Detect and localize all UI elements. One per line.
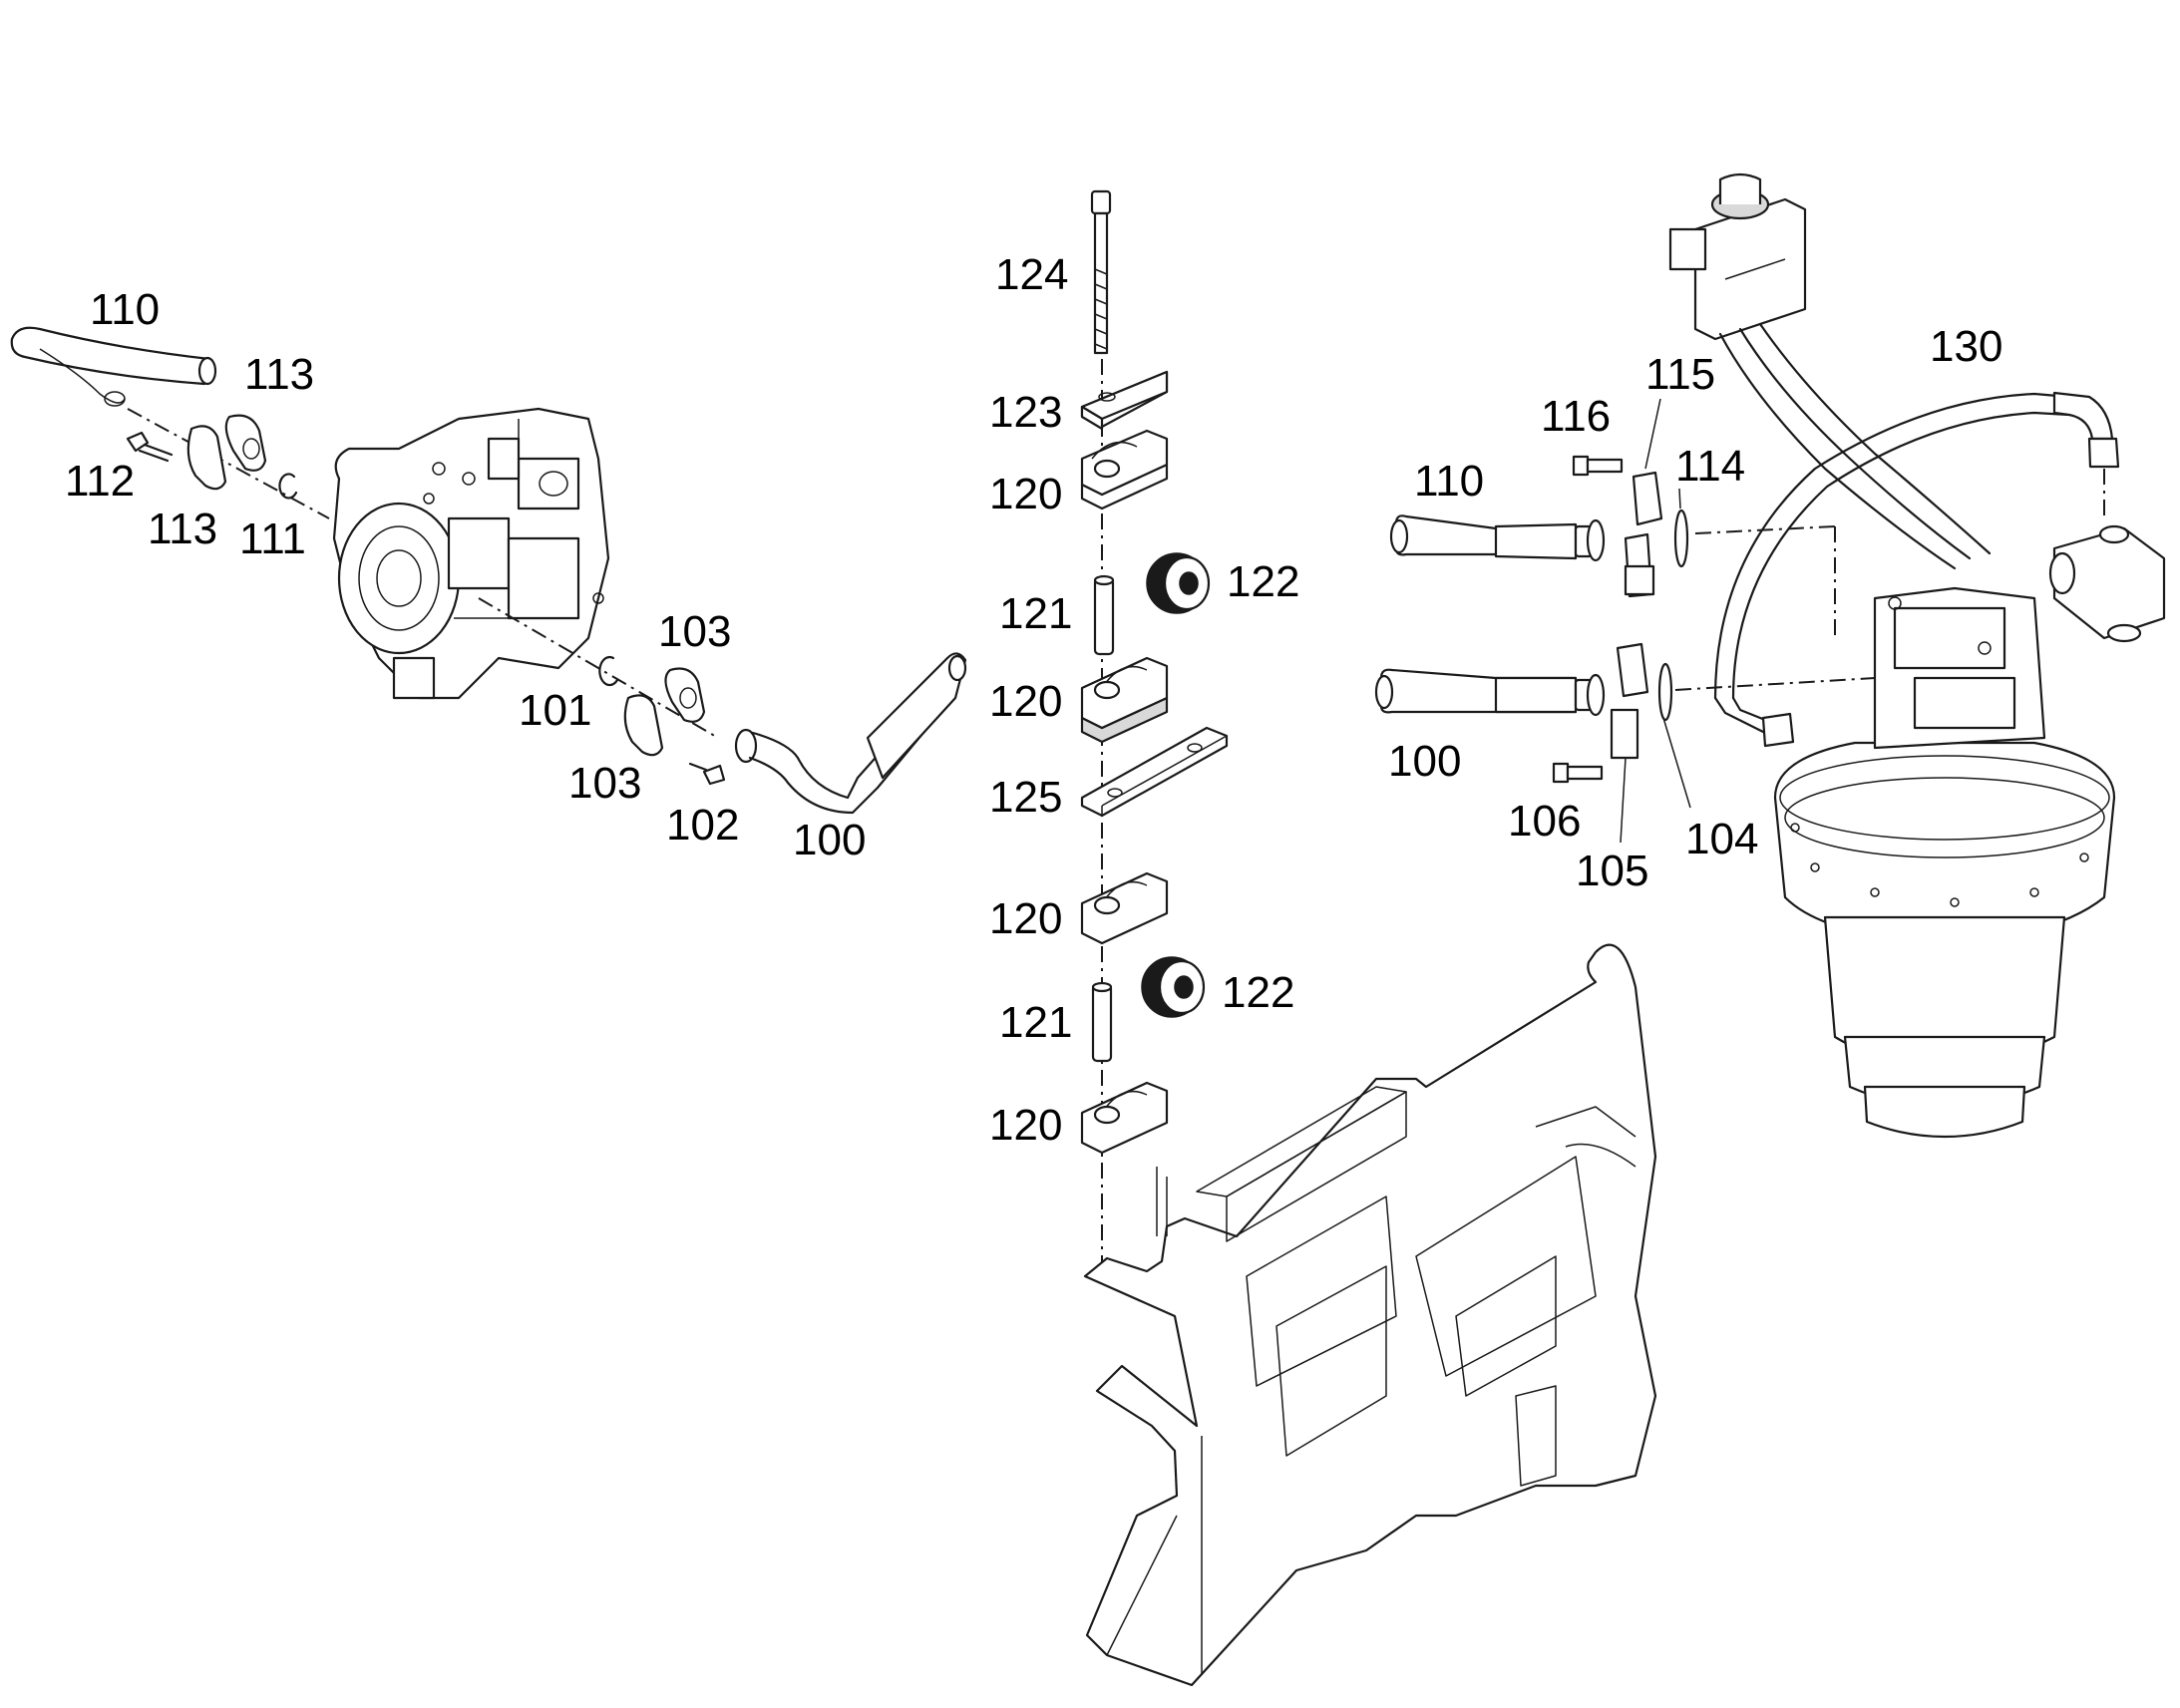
callout-125: 125 [989,773,1062,822]
callout-103-top: 103 [658,607,731,656]
callout-100-left: 100 [793,816,866,864]
part-116-bolt [1572,455,1624,477]
callout-116: 116 [1541,392,1611,441]
callout-120-d: 120 [989,1101,1062,1150]
part-125-bracket-bar [1080,726,1229,818]
callout-115: 115 [1645,350,1715,399]
part-102-bolt [688,762,726,786]
valve-solenoid-box [1668,172,1992,570]
part-122-rubber-mount-b [1141,956,1206,1018]
callout-110-right: 110 [1414,457,1484,506]
part-121-spacer-pin-b [1091,981,1113,1063]
callout-130: 130 [1930,322,2002,371]
callout-112: 112 [65,457,135,506]
callout-110-left: 110 [90,285,160,334]
part-120-clamp-half-b [1080,656,1169,744]
callout-120-b: 120 [989,677,1062,726]
part-103-split-flange-bottom [623,694,664,757]
part-130-hose [1713,391,2120,748]
callout-106: 106 [1508,797,1581,846]
callout-100-right: 100 [1388,737,1461,786]
part-121-spacer-pin-a [1093,574,1115,656]
callout-121-a: 121 [999,589,1072,638]
part-101-o-ring [598,655,619,687]
part-105-split-flange [1610,642,1649,760]
part-110-hose-right [1389,514,1606,562]
callout-103-bottom: 103 [568,759,641,808]
machine-frame [1083,943,1657,1687]
callout-104: 104 [1685,815,1758,863]
callout-120-c: 120 [989,894,1062,943]
callout-113-bottom: 113 [148,505,217,553]
callout-102: 102 [666,801,739,850]
travel-motor-gearbox [1773,586,2116,1139]
callout-114: 114 [1675,442,1745,491]
part-120-clamp-half-c [1080,871,1169,945]
tee-fitting-right [2048,469,2166,643]
part-122-rubber-mount-a [1146,552,1211,614]
part-120-clamp-half-d [1080,1081,1169,1155]
part-111-o-ring-left [278,473,298,500]
callout-105: 105 [1576,847,1648,895]
part-104-o-ring [1657,662,1673,722]
callout-121-b: 121 [999,998,1072,1047]
part-100-hose-right [1374,668,1606,717]
part-112-bolt-left [126,431,174,463]
part-123-cover-plate [1080,370,1169,431]
part-113-split-flange-left [186,414,267,491]
left-hose-110-assembly [10,326,330,519]
part-100-pipe-left [734,652,967,815]
callout-120-a: 120 [989,470,1062,518]
callout-101: 101 [519,686,591,735]
part-103-split-flange-top [664,667,706,723]
part-120-clamp-half-a [1080,429,1169,511]
clamp-stack [1080,189,1229,1266]
part-124-bolt [1090,189,1112,355]
part-114-o-ring [1673,509,1689,568]
callout-124: 124 [995,250,1068,299]
hydraulic-pump-left [332,407,610,700]
callout-122-a: 122 [1227,557,1299,606]
callout-111: 111 [239,514,306,563]
callout-123: 123 [989,388,1062,437]
callout-113-top: 113 [244,350,314,399]
part-106-bolt [1552,762,1604,784]
callout-labels: 110 113 112 113 111 103 101 103 102 100 … [65,250,2002,1150]
part-115-split-flange-right [1624,471,1663,598]
callout-122-b: 122 [1222,968,1294,1017]
leader-lines [1620,398,1691,844]
